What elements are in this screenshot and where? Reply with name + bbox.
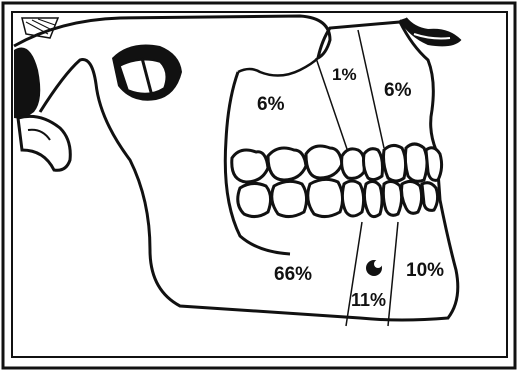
skull-outline: [14, 16, 330, 58]
label-coronoid: 1%: [332, 65, 357, 84]
label-maxilla-anterior: 6%: [384, 80, 412, 101]
lower-teeth: [238, 179, 438, 216]
coronoid-outline: [238, 58, 318, 76]
upper-teeth: [232, 144, 442, 182]
nose-outline: [400, 18, 460, 45]
zygomatic-notch: [112, 45, 182, 101]
label-body: 66%: [274, 264, 312, 285]
crescent-icon: [366, 260, 382, 276]
maxilla-outline: [318, 22, 436, 150]
label-symphysis: 10%: [406, 260, 444, 281]
label-ramus: 6%: [257, 94, 285, 115]
label-parasymphysis: 11%: [351, 290, 386, 310]
